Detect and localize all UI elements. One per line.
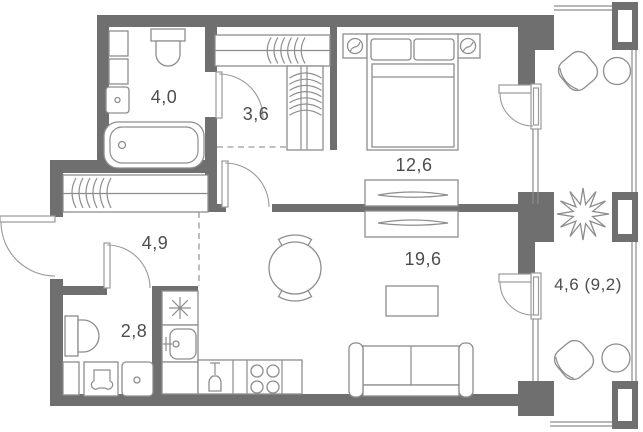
bed-icon	[366, 33, 459, 151]
entrance-door	[0, 215, 56, 277]
kitchen-counter	[161, 359, 303, 395]
bedroom-balcony-door	[498, 83, 542, 130]
wc-door	[103, 242, 151, 289]
living-window	[532, 319, 539, 381]
bathtub-icon	[103, 121, 205, 169]
sofa-icon	[348, 342, 474, 398]
balcony-columns	[612, 2, 638, 429]
balcony-armchair-icon	[553, 339, 595, 381]
bedroom-window	[532, 129, 539, 204]
fridge-icon	[161, 290, 199, 326]
zone-boundary-dashed	[198, 146, 287, 286]
room-label-living-kitchen: 19,6	[404, 249, 441, 269]
coffee-table-icon	[385, 285, 439, 317]
nightstand-icon	[342, 33, 368, 59]
bathroom-shelves	[108, 30, 129, 85]
room-label-bathroom: 4,0	[151, 87, 178, 107]
wc-toilet-icon	[64, 315, 100, 357]
room-label-wc: 2,8	[121, 321, 148, 341]
toilet-icon	[150, 28, 186, 67]
bottle-icon	[208, 362, 222, 392]
plant-icon	[556, 187, 610, 241]
walls	[50, 15, 554, 416]
dining-table-icon	[268, 241, 322, 295]
laundry-basket-icon	[83, 361, 119, 397]
wc-sink-icon	[121, 361, 154, 397]
entry-wardrobe-icon	[62, 174, 209, 213]
wardrobe-side-icon	[286, 65, 324, 151]
balcony-side-table-icon	[602, 56, 632, 86]
bathroom-sink-icon	[105, 86, 130, 114]
bathroom-door	[215, 71, 264, 119]
room-label-balcony: 4,6 (9,2)	[554, 275, 622, 294]
nightstand-icon	[455, 33, 481, 59]
tv-console-bedroom-icon	[364, 179, 459, 207]
wc-cabinet	[62, 361, 80, 396]
room-label-entrance-hall: 4,9	[142, 233, 169, 253]
living-balcony-door	[498, 272, 542, 320]
tv-console-living-icon	[364, 210, 459, 238]
kitchen-sink-icon	[161, 324, 199, 363]
wardrobe-top-icon	[214, 34, 331, 67]
room-label-bedroom: 12,6	[395, 155, 432, 175]
living-room-door	[221, 160, 270, 208]
room-label-dressing-hall: 3,6	[243, 104, 270, 124]
room-labels: 4,0 3,6 12,6 4,9 2,8 19,6 4,6 (9,2)	[121, 87, 622, 341]
balcony-side-table-icon	[601, 343, 631, 373]
stove-icon	[250, 364, 280, 394]
balcony-armchair-icon	[557, 50, 599, 92]
